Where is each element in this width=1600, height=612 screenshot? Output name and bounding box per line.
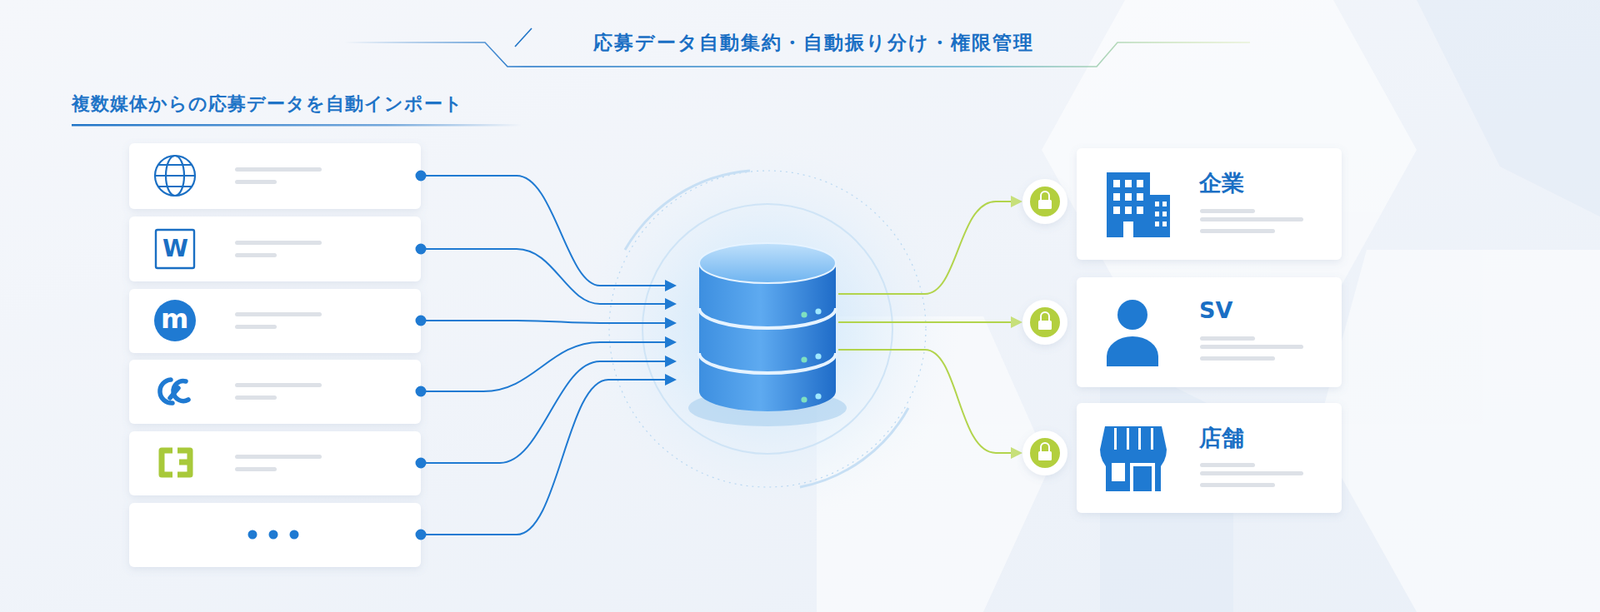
section-heading: 複数媒体からの応募データを自動インポート (71, 91, 464, 117)
target-box: SV (1076, 277, 1342, 388)
target-box: 企業 (1076, 148, 1342, 260)
logo-letter: m (160, 305, 189, 333)
logo-letter: W (162, 237, 189, 261)
box-label: SV (1199, 297, 1233, 324)
diagram-title: 応募データ自動集約・自動振り分け・権限管理 (593, 30, 1035, 56)
box-label: 店舗 (1199, 423, 1245, 454)
box-label: 企業 (1199, 168, 1245, 199)
target-box: 店舗 (1076, 403, 1342, 514)
